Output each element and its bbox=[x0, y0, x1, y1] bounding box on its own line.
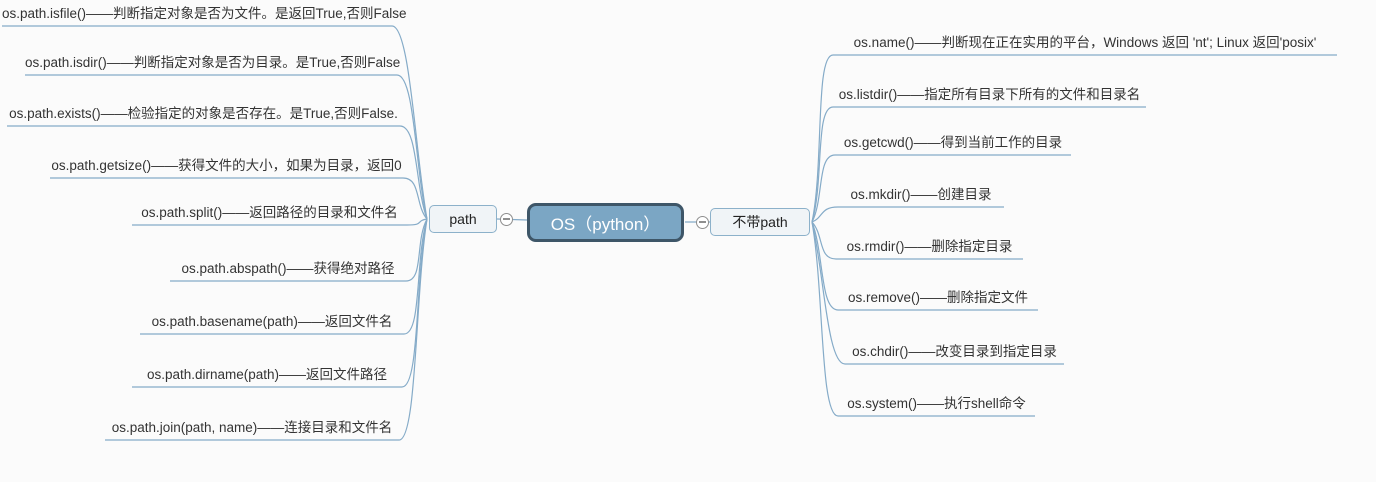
leaf-node[interactable]: os.path.basename(path)——返回文件名 bbox=[151, 314, 393, 329]
leaf-node[interactable]: os.path.join(path, name)——连接目录和文件名 bbox=[111, 420, 393, 435]
minus-glyph bbox=[502, 218, 510, 220]
leaf-node[interactable]: os.getcwd()——得到当前工作的目录 bbox=[843, 135, 1063, 150]
collapse-minus-icon[interactable] bbox=[499, 212, 513, 226]
leaf-node[interactable]: os.listdir()——指定所有目录下所有的文件和目录名 bbox=[838, 87, 1141, 102]
collapse-minus-icon[interactable] bbox=[695, 215, 709, 229]
leaf-node[interactable]: os.system()——执行shell命令 bbox=[847, 396, 1026, 411]
leaf-node[interactable]: os.remove()——删除指定文件 bbox=[847, 290, 1028, 305]
leaf-node[interactable]: os.path.dirname(path)——返回文件路径 bbox=[146, 367, 388, 382]
leaf-node[interactable]: os.path.exists()——检验指定的对象是否存在。是True,否则Fa… bbox=[9, 106, 398, 121]
leaf-node[interactable]: os.rmdir()——删除指定目录 bbox=[846, 239, 1013, 254]
root-topic[interactable]: OS（python） bbox=[527, 203, 684, 242]
leaf-node[interactable]: os.mkdir()——创建目录 bbox=[850, 187, 992, 202]
leaf-node[interactable]: os.path.split()——返回路径的目录和文件名 bbox=[141, 205, 398, 220]
leaf-node[interactable]: os.path.isfile()——判断指定对象是否为文件。是返回True,否则… bbox=[2, 6, 407, 21]
leaf-node[interactable]: os.chdir()——改变目录到指定目录 bbox=[852, 344, 1057, 359]
leaf-node[interactable]: os.path.abspath()——获得绝对路径 bbox=[181, 261, 395, 276]
leaf-node[interactable]: os.path.getsize()——获得文件的大小，如果为目录，返回0 bbox=[51, 158, 402, 173]
leaf-node[interactable]: os.name()——判断现在正在实用的平台，Windows 返回 'nt'; … bbox=[853, 35, 1317, 50]
leaf-node[interactable]: os.path.isdir()——判断指定对象是否为目录。是True,否则Fal… bbox=[25, 55, 401, 70]
minus-glyph bbox=[698, 221, 706, 223]
branch-node-no-path[interactable]: 不带path bbox=[710, 208, 810, 236]
branch-node-path[interactable]: path bbox=[429, 205, 497, 233]
